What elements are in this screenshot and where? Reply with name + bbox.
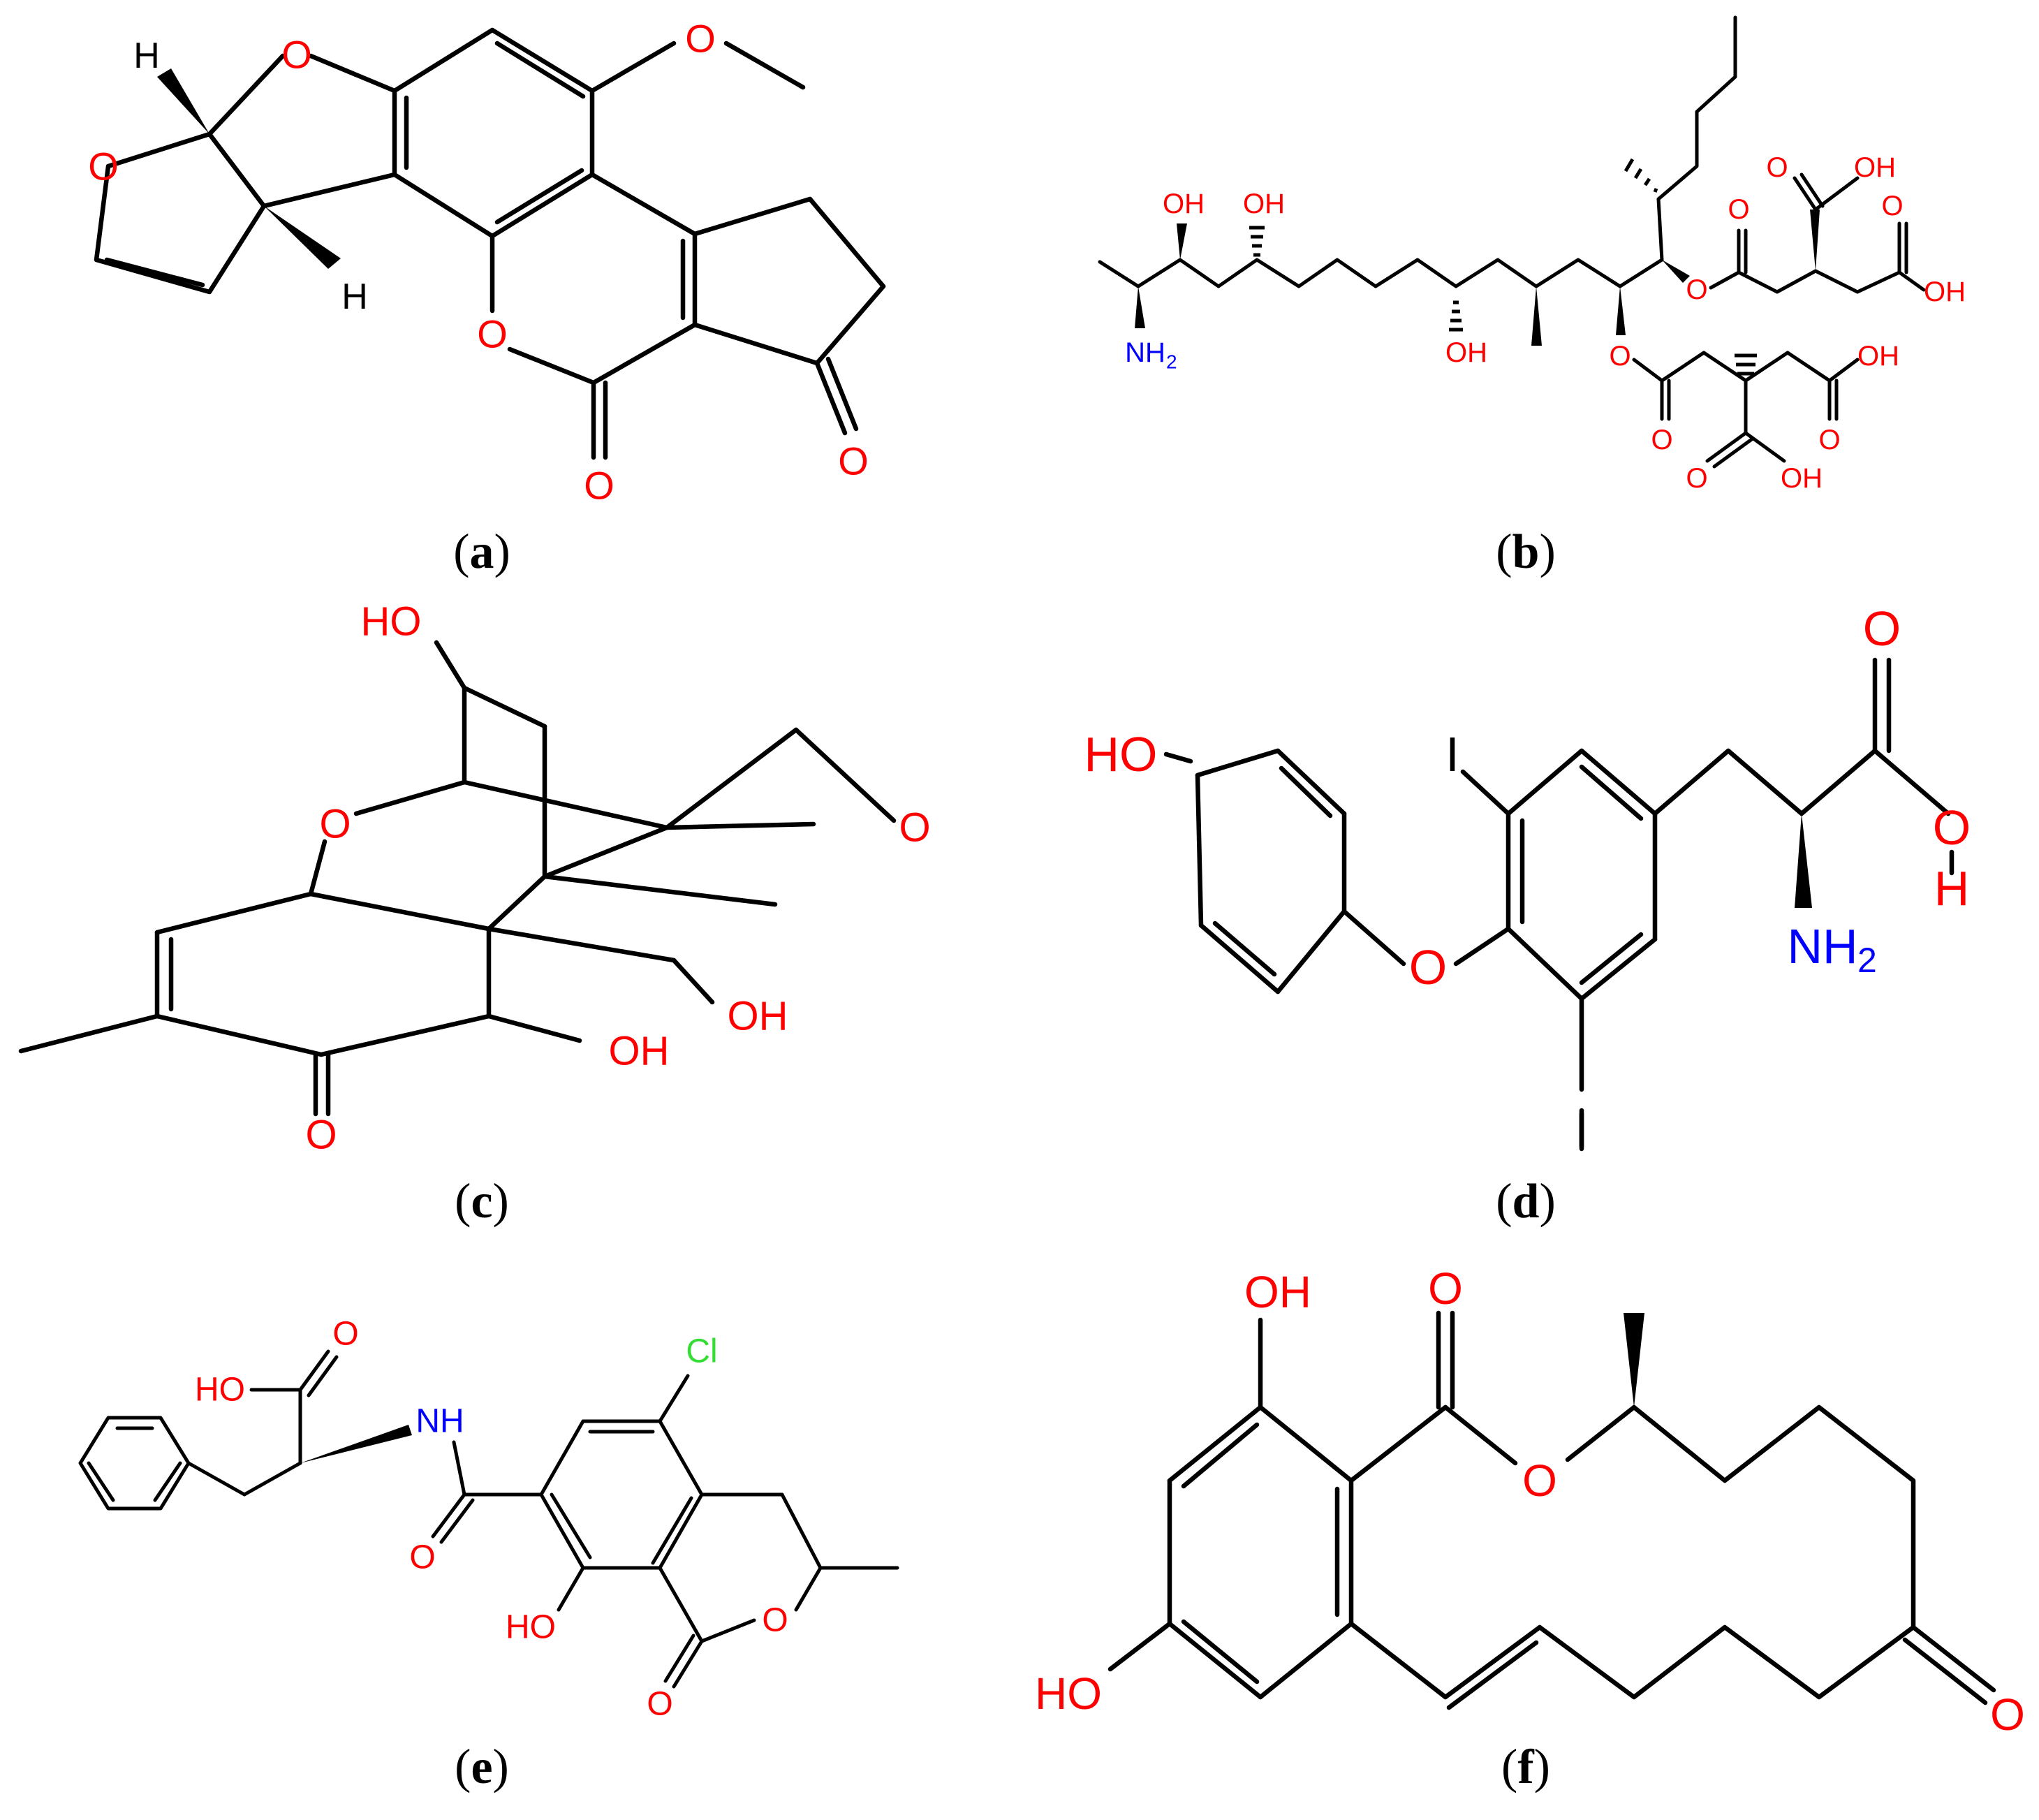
- atom-nh2-d: NH 2: [1787, 919, 1876, 980]
- structure-a: O O O O O O H H: [88, 17, 886, 508]
- svg-text:(c): (c): [455, 1175, 509, 1228]
- atom-ho-e-2: HO: [506, 1609, 556, 1646]
- atom-o-a-6: O: [838, 439, 869, 483]
- atom-o-b-3: O: [1766, 152, 1788, 183]
- svg-text:(d): (d): [1496, 1175, 1556, 1228]
- atom-o-c-3: O: [305, 1113, 337, 1158]
- atom-o-c-1: O: [319, 802, 351, 847]
- svg-text:(f): (f): [1501, 1740, 1550, 1794]
- svg-text:(a): (a): [453, 525, 510, 579]
- atom-o-b-6: O: [1651, 425, 1672, 455]
- svg-text:NH: NH: [1125, 337, 1165, 368]
- atom-o-b-2: O: [1728, 194, 1749, 225]
- atom-oh-f: OH: [1244, 1267, 1311, 1317]
- atom-i-d-2: I: [1575, 1103, 1588, 1157]
- atom-oh-b-2: OH: [1243, 189, 1285, 219]
- atom-o-a-3: O: [685, 17, 716, 61]
- atom-o-d-1: O: [1409, 940, 1447, 995]
- atom-o-c-2: O: [899, 805, 930, 851]
- atom-o-b-7: O: [1818, 425, 1840, 455]
- caption-b: (b): [1496, 525, 1556, 579]
- atom-oh-b-3: OH: [1445, 337, 1487, 368]
- atom-o-b-5: O: [1609, 341, 1631, 372]
- structure-e: O HO NH Cl O HO O O: [78, 1316, 899, 1723]
- atom-o-d-3: O: [1933, 800, 1971, 855]
- atom-o-a-1: O: [281, 33, 312, 77]
- atom-nh-e: NH: [415, 1403, 464, 1440]
- structure-c: HO O O OH OH O: [18, 599, 931, 1158]
- svg-text:(b): (b): [1496, 525, 1556, 579]
- atom-h-a-1: H: [133, 36, 160, 76]
- atom-i-d-1: I: [1445, 727, 1459, 781]
- atom-h-d: H: [1934, 861, 1970, 916]
- svg-text:NH: NH: [1787, 919, 1857, 974]
- atom-ho-f: HO: [1035, 1668, 1102, 1719]
- atom-o-f-3: O: [1990, 1689, 2025, 1740]
- atom-ho-d: HO: [1084, 727, 1158, 781]
- atom-o-e-2: O: [409, 1539, 435, 1576]
- atom-o-a-5: O: [584, 464, 614, 508]
- svg-text:2: 2: [1166, 351, 1177, 373]
- caption-a: (a): [453, 525, 510, 579]
- caption-c: (c): [455, 1175, 509, 1228]
- svg-text:(e): (e): [455, 1740, 509, 1794]
- atom-o-f-2: O: [1522, 1455, 1557, 1506]
- caption-f: (f): [1501, 1740, 1550, 1794]
- svg-text:2: 2: [1857, 941, 1877, 980]
- atom-o-a-2: O: [88, 145, 119, 189]
- atom-o-e-3: O: [762, 1602, 788, 1639]
- atom-nh2-b: NH 2: [1125, 337, 1177, 373]
- atom-o-e-4: O: [647, 1686, 672, 1723]
- atom-oh-b-6: OH: [1857, 341, 1899, 372]
- caption-e: (e): [455, 1740, 509, 1794]
- atom-oh-c-2: OH: [609, 1029, 670, 1074]
- atom-oh-c-1: OH: [728, 994, 788, 1039]
- atom-o-f-1: O: [1428, 1263, 1463, 1314]
- structure-b: OH OH OH NH 2 O O O OH O OH O O O OH O O…: [1098, 15, 1966, 494]
- atom-oh-b-7: OH: [1781, 463, 1823, 494]
- atom-ho-e-1: HO: [195, 1372, 245, 1409]
- atom-cl-e: Cl: [686, 1333, 717, 1370]
- atom-ho-c: HO: [361, 599, 422, 645]
- atom-o-b-8: O: [1686, 463, 1707, 494]
- structure-d: HO I I O O O H NH 2: [1084, 601, 1971, 1157]
- atom-o-b-4: O: [1881, 191, 1903, 221]
- atom-oh-b-4: OH: [1854, 152, 1896, 183]
- atom-oh-b-5: OH: [1924, 277, 1966, 307]
- atom-o-b-1: O: [1686, 274, 1707, 305]
- caption-d: (d): [1496, 1175, 1556, 1228]
- atom-h-a-2: H: [341, 277, 368, 317]
- atom-o-d-2: O: [1863, 601, 1901, 656]
- atom-oh-b-1: OH: [1163, 189, 1205, 219]
- structure-f: OH O O HO O: [1035, 1263, 2025, 1740]
- atom-o-a-4: O: [477, 312, 508, 356]
- atom-o-e-1: O: [332, 1316, 358, 1353]
